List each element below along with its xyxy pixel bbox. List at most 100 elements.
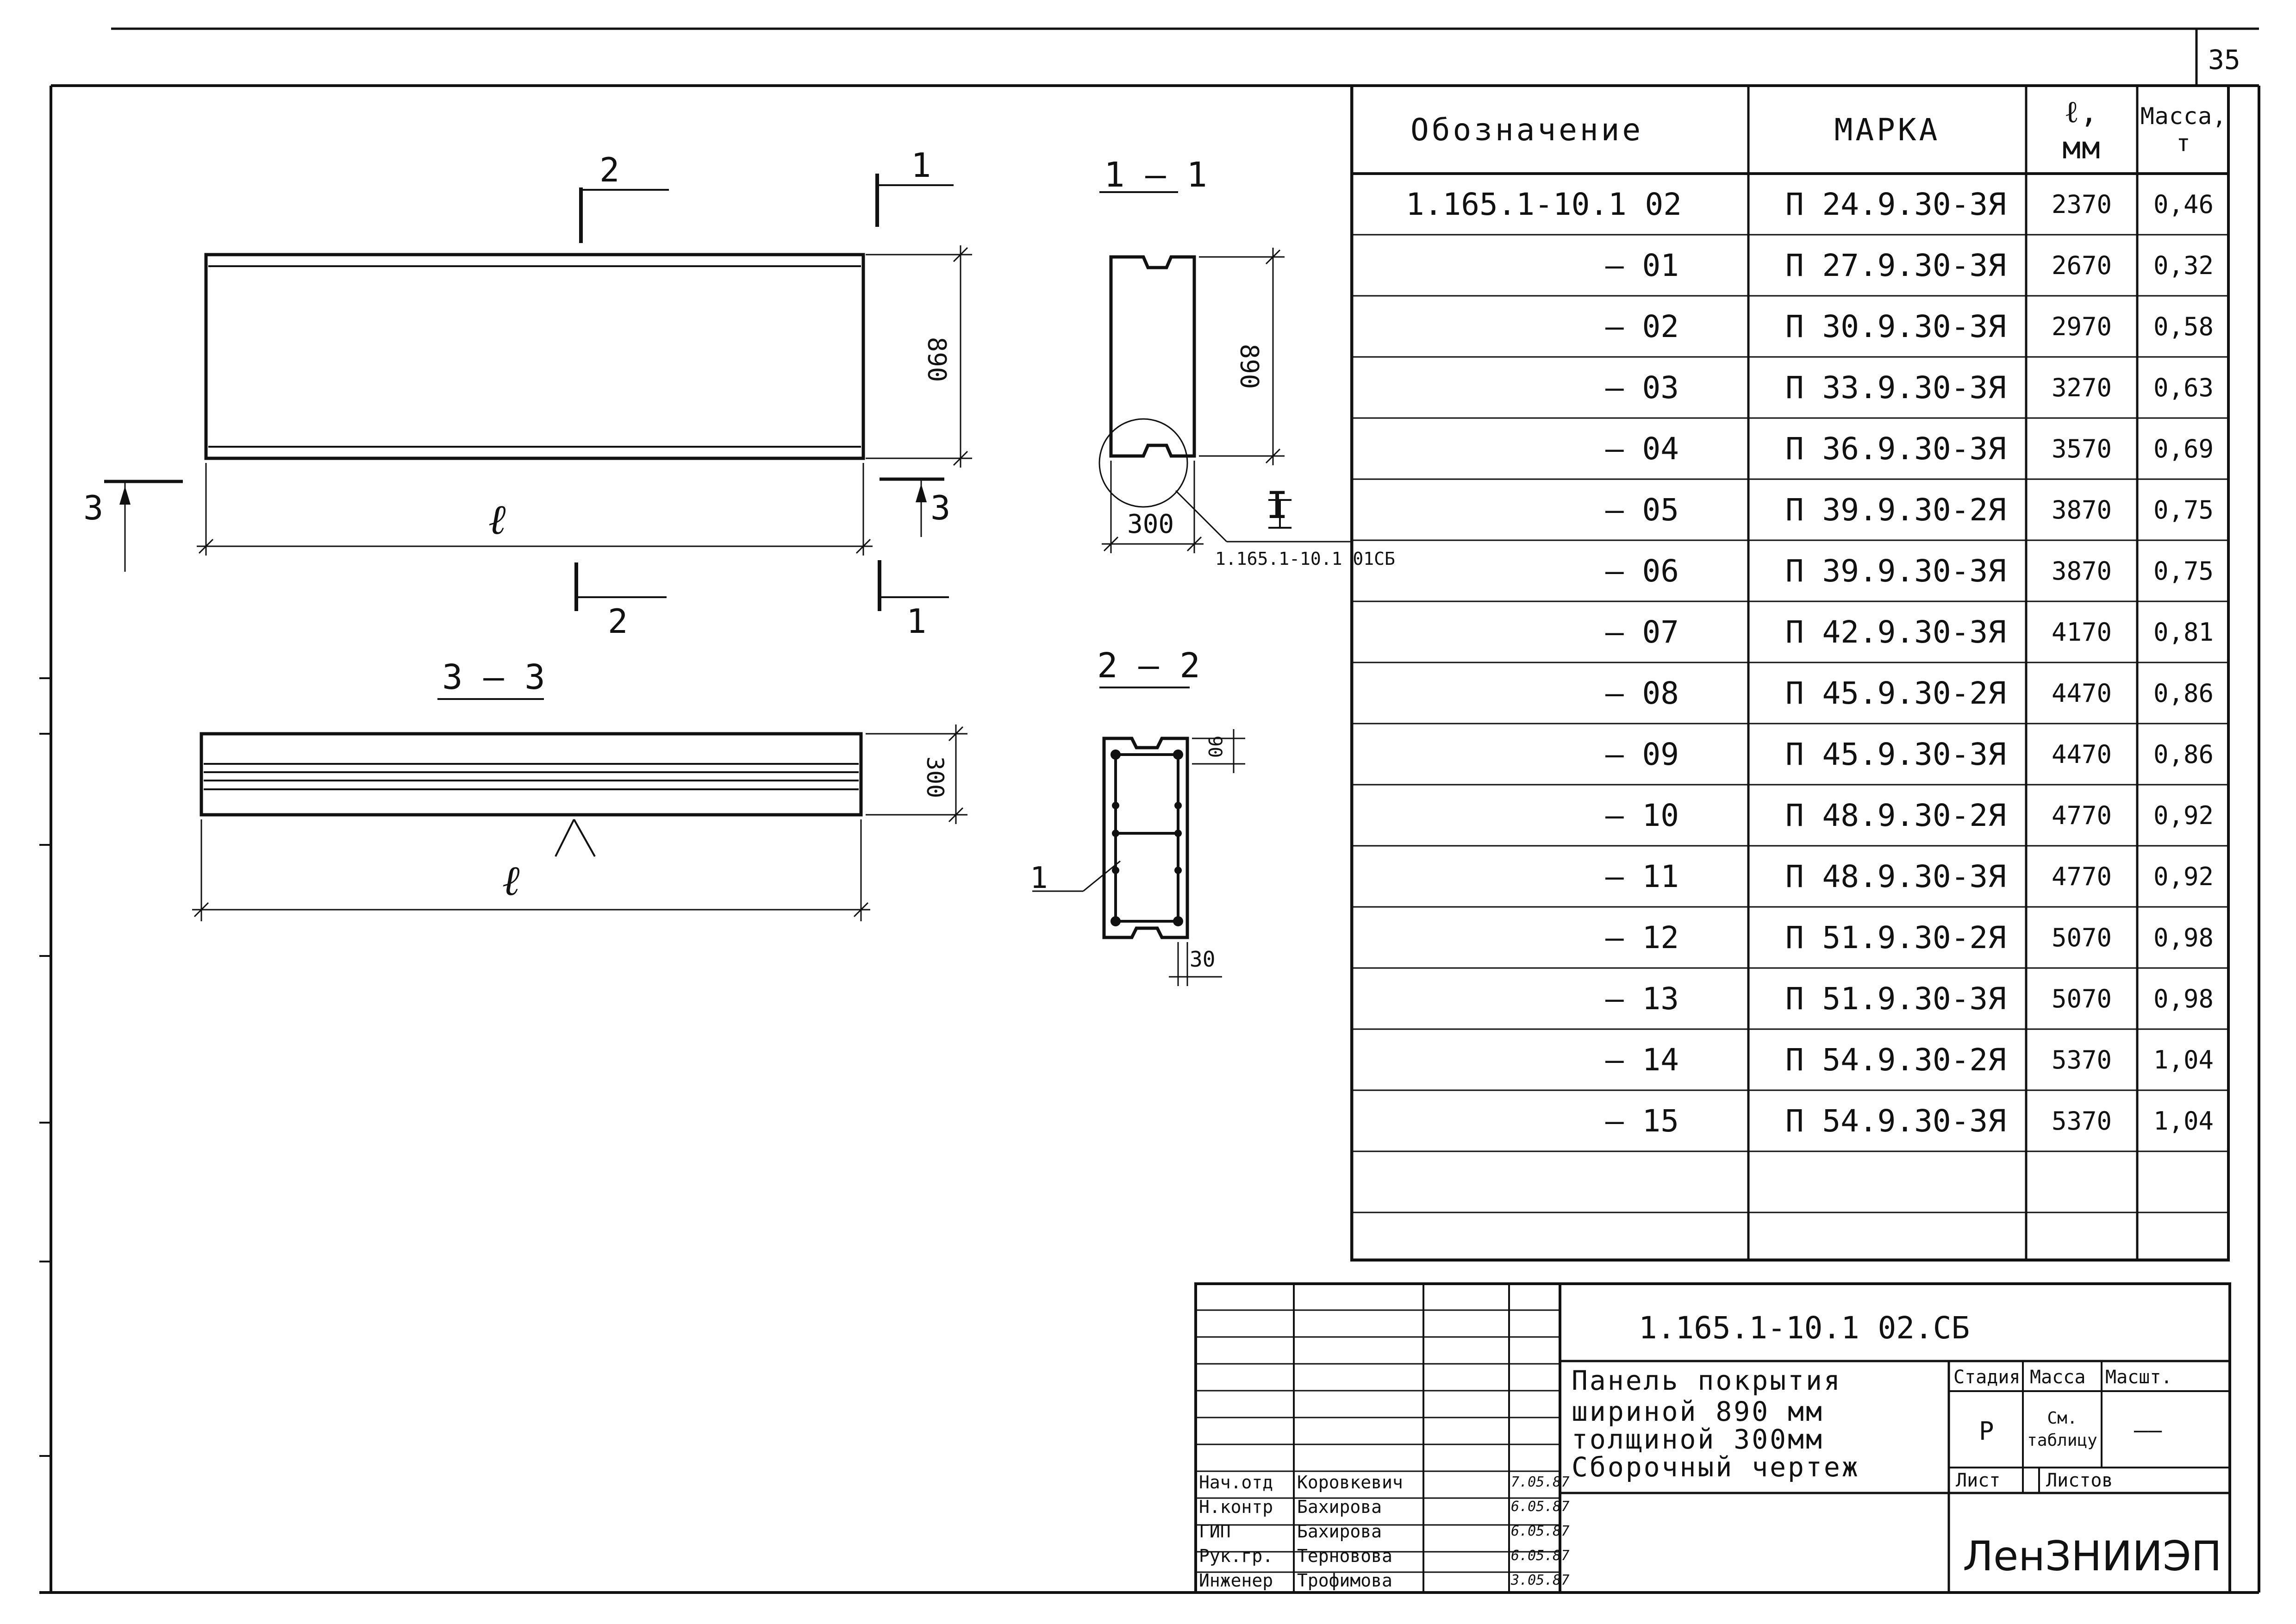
date-cell: 6.05.87 [1511,1499,1570,1515]
designation-cell: — 12 [1605,919,1679,956]
designation-cell: — 04 [1605,431,1679,467]
section-mark-label: 3 [83,488,104,527]
mark-cell: П 33.9.30-3Я [1785,369,2006,406]
length-cell: 5070 [2051,984,2112,1013]
mass-cell: 1,04 [2153,1045,2214,1074]
length-cell: 4470 [2051,739,2112,769]
date-cell: 6.05.87 [1511,1548,1570,1564]
designation-cell: — 03 [1605,369,1679,406]
header-mark: МАРКА [1834,112,1940,148]
mass-cell: 0,75 [2153,556,2214,586]
table-row: — 05 П 39.9.30-2Я 3870 0,75 [1350,479,2230,540]
header-mass-unit: т [2176,130,2191,156]
name-cell: Терновова [1297,1546,1392,1566]
mark-cell: П 48.9.30-2Я [1785,797,2006,833]
designation-cell: — 15 [1605,1103,1679,1139]
mark-cell: П 54.9.30-2Я [1785,1042,2006,1078]
section-title: 1 — 1 [1104,155,1207,195]
role-cell: ГИП [1199,1521,1231,1542]
role-cell: Н.контр [1199,1497,1273,1517]
length-cell: 3870 [2051,495,2112,525]
position-callout: 1 [1030,861,1048,895]
section-2-2 [1032,687,1245,986]
mark-cell: П 42.9.30-3Я [1785,614,2006,650]
table-row: — 08 П 45.9.30-2Я 4470 0,86 [1350,662,2230,724]
mass-cell: 0,86 [2153,739,2214,769]
stage-value: Р [1979,1417,1994,1446]
organization-name: ЛенЗНИИЭП [1963,1532,2222,1580]
sheet-label: Лист [1956,1470,2001,1491]
name-cell: Бахирова [1297,1497,1382,1517]
mass-cell: 1,04 [2153,1106,2214,1136]
role-cell: Рук.гр. [1199,1546,1273,1566]
table-row: — 12 П 51.9.30-2Я 5070 0,98 [1350,907,2230,968]
mark-cell: П 27.9.30-3Я [1785,247,2006,283]
section-mark-label: 3 [930,488,951,527]
drawing-title-line: Сборочный чертеж [1572,1451,1860,1483]
designation-cell: — 08 [1605,675,1679,711]
panel-drawings [104,174,1350,986]
title-block: 1.165.1-10.1 02.СБ Панель покрытия ширин… [1194,1282,2231,1595]
designation-cell: — 09 [1605,736,1679,772]
mark-cell: П 45.9.30-2Я [1785,675,2006,711]
thickness-dim-label: 300 [1127,509,1174,539]
mass-cell: 0,86 [2153,678,2214,708]
length-cell: 5070 [2051,923,2112,952]
mark-cell: П 51.9.30-2Я [1785,919,2006,956]
designation-cell: — 02 [1605,308,1679,344]
drawing-title-line: толщиной 300мм [1572,1424,1824,1455]
side-cover-dim-label: 30 [1190,947,1216,972]
designation-cell: — 01 [1605,247,1679,283]
section-mark-label: 2 [608,602,628,641]
mass-label: Масса [2030,1367,2086,1388]
sheet-number: 35 [2208,44,2240,75]
length-cell: 4470 [2051,678,2112,708]
mass-cell: 0,98 [2153,923,2214,952]
header-mass: Масса,т [2137,86,2230,174]
header-designation: Обозначение [1410,112,1644,148]
header-length-unit: мм [2062,130,2101,166]
panel-side-view [192,698,967,921]
sheets-label: Листов [2046,1470,2113,1491]
length-cell: 3570 [2051,434,2112,463]
role-cell: Нач.отд [1199,1472,1273,1493]
section-mark-label: 1 [911,146,931,185]
designation-cell: — 14 [1605,1042,1679,1078]
mark-cell: П 39.9.30-2Я [1785,492,2006,528]
mark-cell: П 39.9.30-3Я [1785,553,2006,589]
header-mass-label: Масса, [2140,103,2227,130]
length-cell: 5370 [2051,1106,2112,1136]
drawing-title-line: шириной 890 мм [1572,1396,1824,1427]
section-title: 2 — 2 [1097,646,1200,686]
scale-label: Масшт. [2105,1367,2172,1388]
mass-cell: 0,46 [2153,189,2214,219]
table-row: — 14 П 54.9.30-2Я 5370 1,04 [1350,1029,2230,1090]
mark-cell: П 24.9.30-3Я [1785,186,2006,222]
length-cell: 4770 [2051,862,2112,891]
scale-value: —— [2134,1417,2162,1443]
mass-cell: 0,75 [2153,495,2214,525]
mass-value: См. таблицу [2027,1409,2097,1450]
title-block-grid [1194,1282,2231,1594]
spec-table-grid [1350,86,2230,1262]
length-cell: 5370 [2051,1045,2112,1074]
designation-cell: — 05 [1605,492,1679,528]
length-cell: 4170 [2051,617,2112,647]
top-cover-dim-label: 90 [1204,735,1226,758]
length-cell: 2370 [2051,189,2112,219]
designation-cell: — 10 [1605,797,1679,833]
mass-cell: 0,98 [2153,984,2214,1013]
height-dim-label: 890 [922,337,952,382]
thickness-dim-label: 300 [922,756,949,799]
section-title: 3 — 3 [442,657,545,697]
length-cell: 3870 [2051,556,2112,586]
node-reference: 1.165.1-10.1 01СБ [1215,549,1395,569]
